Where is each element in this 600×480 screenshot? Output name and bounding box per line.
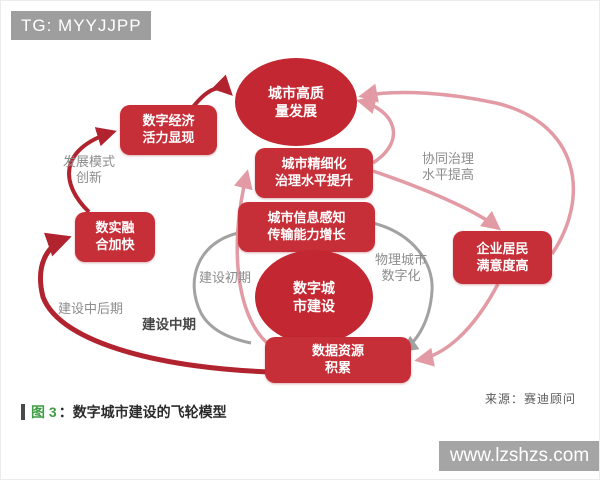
telegram-watermark-text: TG: MYYJJPP [21,15,142,35]
node-digital-economy-vitality: 数字经济 活力显现 [120,105,217,155]
telegram-watermark-banner: TG: MYYJJPP [11,11,151,40]
arrow-data-resource-to-refined-governance [233,169,273,348]
caption-title: 数字城市建设的飞轮模型 [72,404,227,420]
node-text-line: 数字经济 [142,113,195,129]
caption-bar-icon [21,404,25,420]
node-info-sensing-transmission-growth: 城市信息感知 传输能力增长 [238,202,375,252]
node-text-line: 数据资源 [311,343,364,359]
arrow-refined-governance-to-enterprise [372,169,502,231]
label-development-mode-innovation: 发展模式 创新 [62,154,115,186]
node-text-line: 量发展 [275,103,317,119]
node-text-line: 治理水平提升 [274,173,353,188]
website-watermark-banner: www.lzshzs.com [439,441,599,471]
node-digital-city-construction: 数字城 市建设 [255,250,373,344]
figure-caption: 图 3 ： 数字城市建设的飞轮模型 [21,402,227,422]
arrow-digital-real-to-digital-economy [67,127,117,214]
arrow-digital-economy-to-city-hq [191,74,233,109]
node-text-line: 活力显现 [142,130,195,145]
node-text-line: 城市信息感知 [267,210,346,226]
label-construction-mid-late-stage: 建设中后期 [58,301,124,316]
node-text-line: 满意度高 [476,257,529,273]
website-watermark-text: www.lzshzs.com [449,445,590,466]
source-credit: 来源：赛迪顾问 [485,392,577,406]
node-text-line: 合加快 [95,237,135,252]
arrow-data-resource-to-digital-real-loop [38,232,274,375]
caption-separator: ： [58,404,73,420]
node-text-line: 企业居民 [476,240,529,256]
node-text-line: 积累 [324,360,351,375]
arrow-physical-city-to-data-resource [368,220,434,352]
node-enterprise-resident-satisfaction: 企业居民 满意度高 [453,231,552,284]
node-city-high-quality-development: 城市高质 量发展 [235,58,357,146]
arrow-loop-early-stage-left [192,231,252,345]
node-text-line: 数字城 [293,279,335,296]
node-data-resource-accumulation: 数据资源 积累 [265,337,411,383]
node-text-line: 数实融 [95,220,135,236]
arrow-enterprise-to-data-resource [414,283,500,367]
node-digital-real-integration: 数实融 合加快 [75,212,155,262]
node-text-line: 城市精细化 [281,156,347,172]
arrow-refined-governance-to-city-hq [356,95,396,165]
label-collaborative-governance-improve: 协同治理 水平提高 [421,151,474,183]
arrow-enterprise-to-city-hq-loop [358,83,576,255]
label-construction-mid-stage: 建设中期 [142,317,196,332]
node-text-line: 传输能力增长 [267,227,346,242]
node-refined-governance-improve: 城市精细化 治理水平提升 [255,148,373,198]
figure-number: 图 3 [31,404,57,420]
node-text-line: 市建设 [293,298,335,314]
label-physical-city-digitalization: 物理城市 数字化 [374,252,427,284]
node-text-line: 城市高质 [268,84,324,101]
label-construction-early-stage: 建设初期 [199,270,252,285]
